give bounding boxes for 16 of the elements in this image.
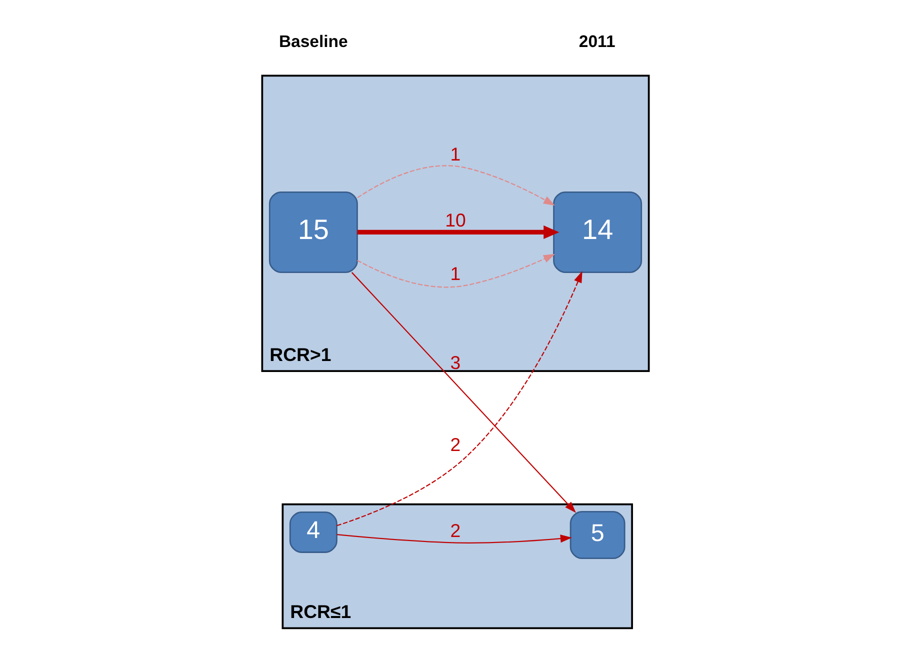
node-box: 15 (268, 191, 358, 273)
edge-label: 3 (450, 352, 461, 374)
edge-label: 10 (445, 210, 466, 231)
edge-label: 2 (450, 434, 461, 456)
arrow (357, 254, 556, 288)
label: 2011 (578, 32, 616, 52)
label: Baseline (278, 32, 348, 52)
arrow (336, 534, 572, 544)
arrow (357, 225, 560, 240)
node-box: 5 (570, 511, 626, 560)
node-box: 14 (553, 191, 642, 273)
edge-label: 1 (450, 143, 461, 164)
edge-label: 1 (450, 262, 461, 284)
arrow (357, 165, 556, 206)
edge-label: 2 (450, 520, 461, 541)
node-box: 4 (289, 512, 338, 553)
